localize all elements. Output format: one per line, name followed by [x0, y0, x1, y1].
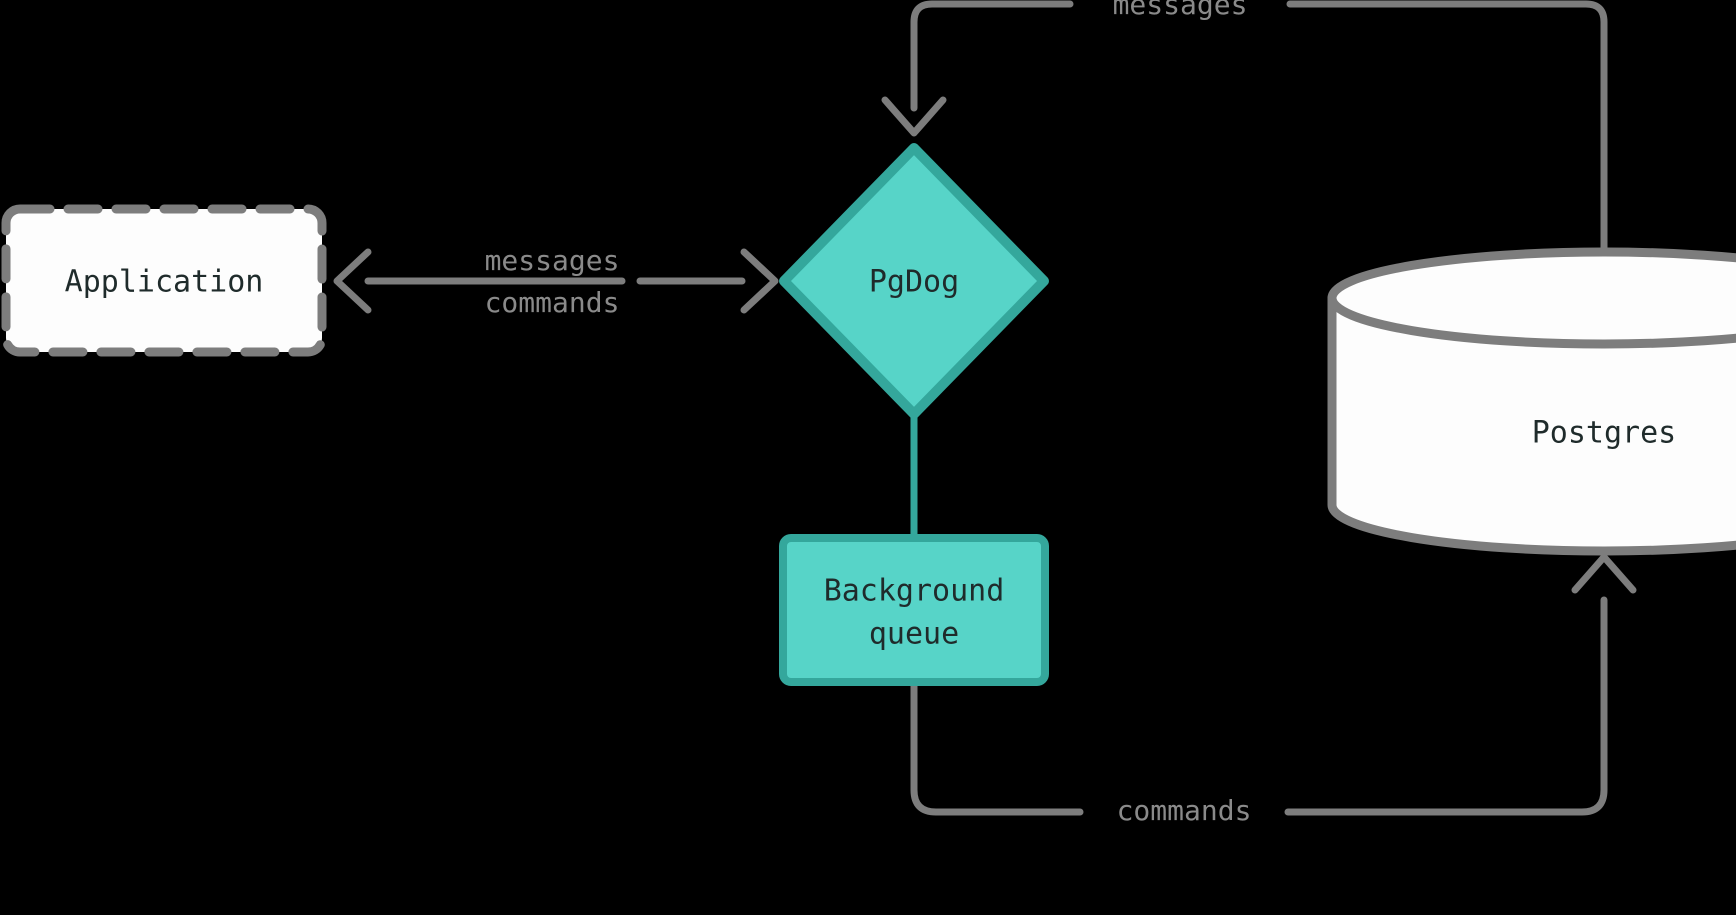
postgres-cylinder-body[interactable]: [1327, 293, 1736, 556]
edge-label-messages-top: messages: [1113, 0, 1248, 21]
pgdog-label: PgDog: [869, 265, 959, 300]
arrowhead-into-postgres-bottom-icon: [1571, 553, 1637, 594]
edge-queue-to-postgres-right-segment: [1284, 596, 1608, 816]
background-queue-box[interactable]: [779, 534, 1049, 686]
arrowhead-into-pgdog-left-icon: [740, 248, 779, 314]
edge-app-to-pgdog: messages commands: [333, 244, 779, 319]
edge-postgres-to-pgdog-left-segment: [910, 0, 1074, 112]
background-queue-label-line1: Background: [824, 574, 1005, 609]
edge-queue-to-postgres: commands: [910, 553, 1637, 827]
background-queue-label-line2: queue: [869, 617, 959, 652]
edge-postgres-to-pgdog: messages: [881, 0, 1608, 276]
application-box[interactable]: [1, 204, 327, 357]
arrowhead-into-application-icon: [333, 248, 372, 314]
edge-postgres-to-pgdog-right-segment: [1286, 0, 1608, 276]
application-label: Application: [65, 265, 264, 300]
node-pgdog[interactable]: PgDog: [779, 143, 1049, 419]
edge-label-commands-bottom: commands: [1117, 794, 1252, 827]
edge-label-messages-center: messages: [485, 244, 620, 277]
node-application[interactable]: Application: [1, 204, 327, 357]
pgdog-diamond[interactable]: [779, 143, 1049, 419]
edge-label-commands-center: commands: [485, 286, 620, 319]
edge-queue-to-postgres-left-segment: [910, 681, 1084, 816]
postgres-label: Postgres: [1532, 416, 1677, 451]
postgres-cylinder-top[interactable]: [1327, 247, 1736, 349]
node-background-queue[interactable]: Background queue: [779, 534, 1049, 686]
node-postgres[interactable]: Postgres: [1327, 247, 1736, 556]
arrowhead-into-pgdog-top-icon: [881, 96, 947, 137]
